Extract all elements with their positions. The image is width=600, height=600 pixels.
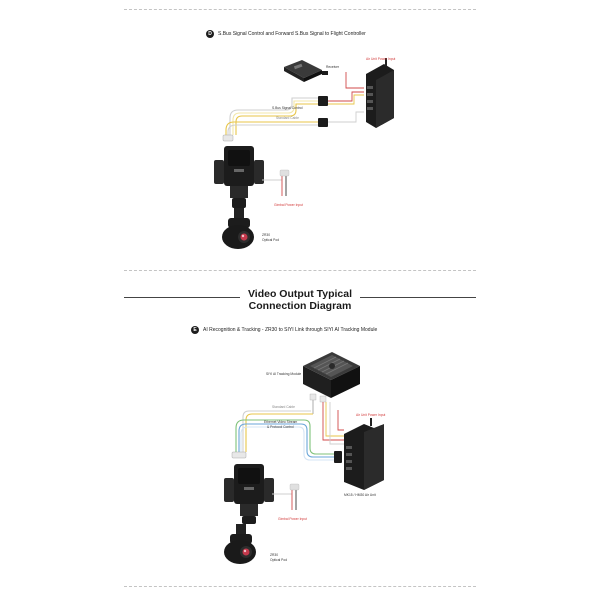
sbus-cable xyxy=(229,97,318,135)
section-e-title-text: AI Recognition & Tracking - ZR30 to SIYI… xyxy=(203,327,378,333)
standard-cable-e xyxy=(242,410,313,452)
label-camera-d: ZR30 xyxy=(262,233,270,237)
section-e-title: E AI Recognition & Tracking - ZR30 to SI… xyxy=(191,326,377,334)
ethernet-cable xyxy=(235,419,334,461)
ai-tracking-module xyxy=(303,352,360,398)
gimbal-e xyxy=(224,464,274,524)
label-air-unit-power-d: Air Unit Power Input xyxy=(366,57,395,61)
separator-top xyxy=(124,9,476,10)
section-d-diagram: Receiver Air Unit Power Input S.Bus Sign… xyxy=(214,57,395,249)
main-heading-text: Video Output Typical Connection Diagram xyxy=(124,288,476,312)
label-ethernet: Ethernet Video Stream xyxy=(264,420,298,424)
receiver xyxy=(284,60,328,82)
standard-cable-d xyxy=(225,121,318,137)
label-air-unit-power-e: Air Unit Power Input xyxy=(356,413,385,417)
label-standard-cable-e: Standard Cable xyxy=(272,405,295,409)
air-unit-d xyxy=(366,58,394,128)
main-heading: Video Output Typical Connection Diagram xyxy=(124,284,476,314)
label-sbus-signal: S.Bus Signal Control xyxy=(272,106,303,110)
label-camera-e: ZR30 xyxy=(270,553,278,557)
camera-pod-d xyxy=(222,208,254,249)
label-camera-sub-d: Optical Pod xyxy=(262,238,279,242)
gimbal-connector xyxy=(222,134,234,142)
label-receiver: Receiver xyxy=(326,65,340,69)
main-heading-line1: Video Output Typical xyxy=(247,288,353,300)
label-ai-module: SIYI AI Tracking Module xyxy=(266,372,301,376)
section-e-badge: E xyxy=(191,326,199,334)
main-heading-line2: Connection Diagram xyxy=(248,300,352,312)
gimbal-d xyxy=(214,146,264,208)
label-gimbal-power-e: Gimbal Power Input xyxy=(278,517,307,521)
section-d-badge: D xyxy=(206,30,214,38)
sbus-connector xyxy=(318,96,328,106)
separator-bottom xyxy=(124,586,476,587)
label-camera-sub-e: Optical Pod xyxy=(270,558,287,562)
air-unit-e xyxy=(344,418,384,490)
label-gimbal-power-d: Gimbal Power Input xyxy=(274,203,303,207)
heading-rule-right xyxy=(360,297,476,298)
section-d-title-text: S.Bus Signal Control and Forward S.Bus S… xyxy=(218,31,366,37)
air-unit-connector xyxy=(318,118,328,127)
section-d-title: D S.Bus Signal Control and Forward S.Bus… xyxy=(206,30,366,38)
label-air-unit-e: MK15 / HM30 Air Unit xyxy=(344,493,376,497)
camera-pod-e xyxy=(224,524,256,564)
label-standard-cable-d: Standard Cable xyxy=(276,116,299,120)
label-ethernet-2: & Protocol Control xyxy=(267,425,294,429)
heading-rule-left xyxy=(124,297,240,298)
separator-middle xyxy=(124,270,476,271)
section-e-diagram: SIYI AI Tracking Module Standard Cable E… xyxy=(224,352,385,564)
